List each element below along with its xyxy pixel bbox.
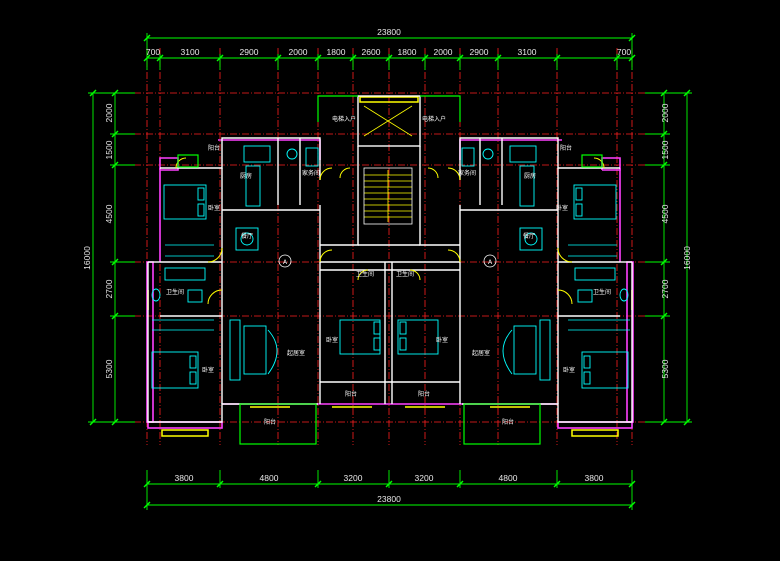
label-bathroom-left: 卫生间 [166,288,184,296]
top-dim-11: 700 [617,47,631,57]
left-dim-3: 4500 [104,204,114,223]
unit-mark-left: A [283,259,288,266]
right-dim-5: 5300 [660,359,670,378]
top-dim-2: 3100 [181,47,200,57]
top-dim-6: 2600 [362,47,381,57]
top-dim-5: 1800 [327,47,346,57]
right-dim-4: 2700 [660,279,670,298]
label-dining-left: 餐厅 [241,232,253,240]
dimension-labels: 23800 700 3100 2900 2000 1800 2600 1800 … [82,27,692,504]
bottom-overall-dim: 23800 [377,494,401,504]
right-overall-dim: 16000 [682,246,692,270]
top-dim-9: 2900 [470,47,489,57]
right-dim-2: 1500 [660,140,670,159]
top-dim-10: 3100 [518,47,537,57]
fixtures [151,145,629,389]
label-utility-right: 家务间 [458,169,476,177]
label-living-right: 起居室 [472,349,490,357]
bottom-dim-1: 3800 [175,473,194,483]
top-dim-1: 700 [146,47,160,57]
left-dim-1: 2000 [104,103,114,122]
label-living-left: 起居室 [287,349,305,357]
label-dining-right: 餐厅 [523,232,535,240]
unit-mark-right: A [488,259,493,266]
label-wc-c-right: 卫生间 [396,270,414,278]
label-bedroom-sw-left: 卧室 [202,366,214,374]
label-bedroom-nw-left: 卧室 [208,204,220,212]
label-balcony-c-right: 阳台 [418,390,430,398]
bottom-dim-3: 3200 [344,473,363,483]
room-labels: 电梯入户 电梯入户 阳台 阳台 厨房 厨房 家务间 家务间 卧室 卧室 餐厅 餐… [166,115,611,426]
label-elevator-lobby-left: 电梯入户 [332,115,356,123]
label-kitchen-left: 厨房 [240,172,252,180]
dimension-lines [88,33,692,510]
label-utility-left: 家务间 [302,169,320,177]
top-dim-4: 2000 [289,47,308,57]
top-overall-dim: 23800 [377,27,401,37]
bottom-dim-2: 4800 [260,473,279,483]
left-dim-4: 2700 [104,279,114,298]
label-bathroom-right: 卫生间 [593,288,611,296]
bottom-dim-6: 3800 [585,473,604,483]
bottom-dim-4: 3200 [415,473,434,483]
right-dim-1: 2000 [660,103,670,122]
door-swings [175,157,605,305]
closets [152,244,630,331]
label-bedroom-nw-right: 卧室 [556,204,568,212]
top-dim-3: 2900 [240,47,259,57]
unit-marks: A A [278,254,497,268]
label-balcony-b-left: 阳台 [264,418,276,426]
label-balcony-b-right: 阳台 [502,418,514,426]
label-elevator-lobby-right: 电梯入户 [422,115,446,123]
label-balcony-small-right: 阳台 [560,144,572,152]
top-dim-7: 1800 [398,47,417,57]
top-dim-8: 2000 [434,47,453,57]
balcony-frames-green [177,95,603,445]
label-bedroom-sw-right: 卧室 [563,366,575,374]
label-kitchen-right: 厨房 [524,172,536,180]
left-dim-5: 5300 [104,359,114,378]
label-bedroom-c-left: 卧室 [326,336,338,344]
label-balcony-small-left: 阳台 [208,144,220,152]
left-overall-dim: 16000 [82,246,92,270]
label-bedroom-c-right: 卧室 [436,336,448,344]
right-dim-3: 4500 [660,204,670,223]
bottom-dim-5: 4800 [499,473,518,483]
label-wc-c-left: 卫生间 [356,270,374,278]
dimension-ticks [89,34,691,509]
stair [363,105,413,225]
label-balcony-c-left: 阳台 [345,390,357,398]
left-dim-2: 1500 [104,140,114,159]
walls [147,95,633,423]
axis-lines [110,48,670,445]
